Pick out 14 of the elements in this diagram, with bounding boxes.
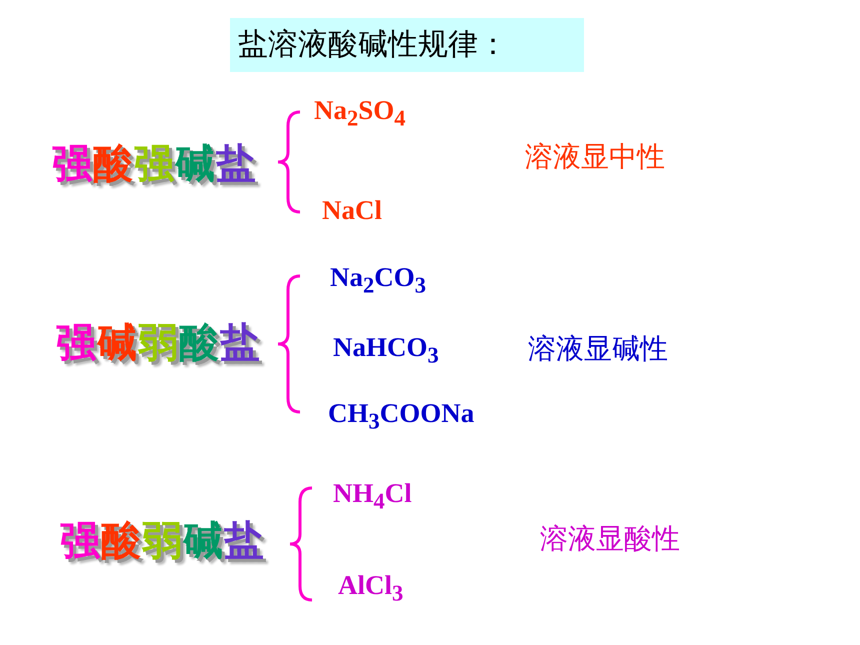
category-label: 强酸强碱盐 [52,140,257,189]
result-label: 溶液显酸性 [540,521,680,557]
category-label: 强酸弱碱盐 [60,517,265,566]
formula: AlCl$_{3}$ [338,570,404,606]
formula: NaHCO$_{3}$ [333,332,439,368]
formula: NaCl [322,195,382,226]
category-label: 强碱弱酸盐 [56,319,261,368]
formula: Na$_{2}$CO$_{3}$ [330,262,426,298]
formula: CH$_{3}$COONa [328,398,474,434]
result-label: 溶液显碱性 [528,331,668,367]
title: 盐溶液酸碱性规律： [230,18,584,72]
formula: Na$_{2}$SO$_{4}$ [314,95,406,132]
formula: NH$_{4}$Cl [333,478,412,514]
result-label: 溶液显中性 [525,139,665,175]
